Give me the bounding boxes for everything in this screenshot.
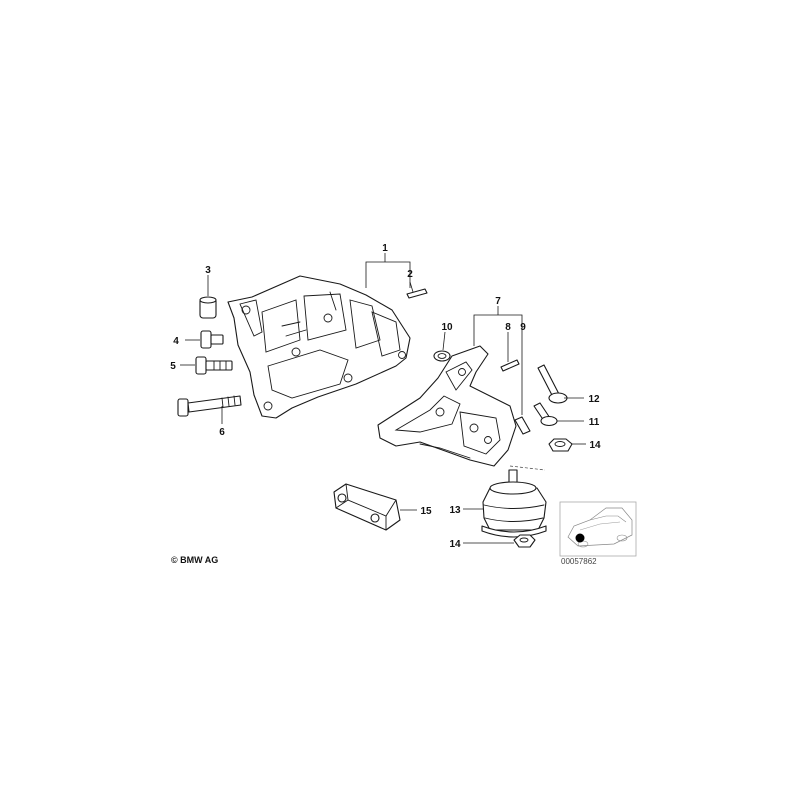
callout-5: 5 xyxy=(170,361,176,372)
sleeve-3-part xyxy=(199,296,217,319)
callout-13: 13 xyxy=(449,505,461,516)
pin-8-part xyxy=(500,359,520,372)
callout-12: 12 xyxy=(588,394,600,405)
assembly-dashed-line xyxy=(509,465,546,471)
bolt-4-part xyxy=(200,330,224,349)
bolt-6-part xyxy=(177,395,242,417)
engine-bracket-part xyxy=(227,275,411,419)
callout-11: 11 xyxy=(589,417,600,428)
pin-2-part xyxy=(406,288,428,299)
document-number: 00057862 xyxy=(561,557,597,566)
callout-7: 7 xyxy=(495,296,501,307)
leader-lines xyxy=(180,253,586,544)
engine-mount-part xyxy=(481,469,547,538)
callout-2: 2 xyxy=(407,269,413,280)
nut-14-lower-part xyxy=(513,534,536,548)
callout-labels: 1 2 3 4 5 6 7 8 9 10 11 12 13 14 14 15 xyxy=(170,243,601,550)
callout-14-lower: 14 xyxy=(449,539,461,550)
callout-3: 3 xyxy=(205,265,211,276)
vehicle-locator-inset xyxy=(559,501,637,557)
mount-bracket-part xyxy=(377,345,517,467)
bolt-11-part xyxy=(533,402,558,427)
callout-4: 4 xyxy=(173,336,179,347)
callout-14-upper: 14 xyxy=(589,440,601,451)
buffer-15-part xyxy=(333,483,401,531)
callout-1: 1 xyxy=(382,243,388,254)
bolt-12-part xyxy=(537,364,568,404)
callout-6: 6 xyxy=(219,427,225,438)
washer-10-part xyxy=(433,350,451,362)
copyright-notice: © BMW AG xyxy=(171,555,219,565)
callout-9: 9 xyxy=(520,322,526,333)
locator-dot-icon xyxy=(575,533,585,543)
nut-14-upper-part xyxy=(548,438,573,452)
bolt-5-part xyxy=(195,356,233,375)
dowel-9-part xyxy=(514,416,531,435)
callout-10: 10 xyxy=(441,322,453,333)
callout-8: 8 xyxy=(505,322,511,333)
callout-15: 15 xyxy=(420,506,432,517)
